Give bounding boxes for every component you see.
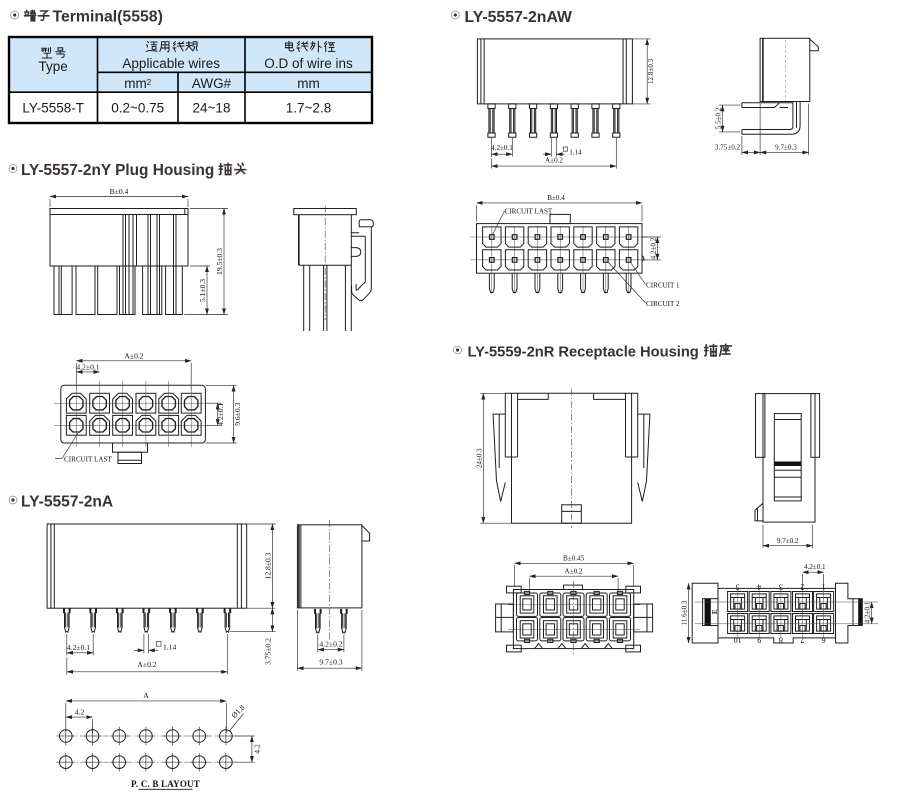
- svg-text:A±0.2: A±0.2: [565, 567, 583, 575]
- svg-text:LY-5559-2nR Receptacle Housing: LY-5559-2nR Receptacle Housing: [468, 345, 699, 361]
- svg-text:3.75±0.2: 3.75±0.2: [715, 143, 741, 151]
- svg-text:P. C. B LAYOUT: P. C. B LAYOUT: [131, 779, 200, 789]
- svg-text:O.D of wire ins: O.D of wire ins: [264, 56, 353, 71]
- svg-text:CIRCUIT LAST: CIRCUIT LAST: [64, 456, 112, 464]
- svg-text:4.2±0.1: 4.2±0.1: [67, 643, 90, 652]
- svg-text:4: 4: [757, 583, 761, 592]
- svg-text:A±0.2: A±0.2: [137, 660, 156, 669]
- svg-text:4.2±0.1: 4.2±0.1: [491, 144, 513, 152]
- svg-text:7: 7: [801, 635, 805, 644]
- svg-text:CIRCUIT LAST: CIRCUIT LAST: [505, 207, 553, 215]
- svg-text:0.2~0.75: 0.2~0.75: [111, 101, 164, 116]
- svg-text:4.2±0.1: 4.2±0.1: [804, 563, 826, 571]
- svg-text:11.6±0.3: 11.6±0.3: [680, 600, 688, 625]
- svg-text:A±0.2: A±0.2: [124, 351, 143, 360]
- svg-text:LY-5558-T: LY-5558-T: [22, 101, 84, 116]
- svg-text:Ø1.8: Ø1.8: [230, 703, 247, 720]
- svg-text:1.14: 1.14: [163, 643, 176, 652]
- svg-text:4.2±0.2: 4.2±0.2: [319, 639, 342, 648]
- svg-text:CIRCUIT 1: CIRCUIT 1: [646, 281, 680, 289]
- svg-text:AWG#: AWG#: [192, 76, 232, 91]
- svg-text:24~18: 24~18: [193, 101, 231, 116]
- svg-text:mm: mm: [297, 76, 320, 91]
- svg-text:1.7~2.8: 1.7~2.8: [286, 101, 331, 116]
- svg-text:LY-5557-2nA: LY-5557-2nA: [21, 494, 113, 511]
- svg-text:4.2±0.1: 4.2±0.1: [216, 403, 225, 426]
- svg-text:B±0.4: B±0.4: [110, 187, 129, 196]
- svg-text:6: 6: [822, 635, 826, 644]
- svg-text:1.14: 1.14: [569, 148, 582, 156]
- svg-text:A: A: [143, 691, 149, 700]
- svg-text:5.1±0.3: 5.1±0.3: [198, 279, 207, 302]
- svg-text:B±0.45: B±0.45: [563, 554, 584, 562]
- svg-text:9.6±0.3: 9.6±0.3: [233, 402, 242, 425]
- svg-text:Applicable wires: Applicable wires: [122, 56, 220, 71]
- svg-text:12.8±0.3: 12.8±0.3: [263, 552, 272, 579]
- svg-text:mm2: mm2: [124, 76, 152, 91]
- svg-text:9.7±0.3: 9.7±0.3: [775, 143, 797, 151]
- svg-text:4.2±0.1: 4.2±0.1: [864, 601, 872, 623]
- svg-text:LY-5557-2nY Plug Housing: LY-5557-2nY Plug Housing: [21, 162, 214, 179]
- svg-text:5.5±0.2: 5.5±0.2: [714, 107, 722, 129]
- svg-text:12.8±0.3: 12.8±0.3: [647, 58, 655, 84]
- svg-text:3: 3: [779, 583, 783, 592]
- svg-text:24±0.3: 24±0.3: [475, 448, 483, 468]
- svg-text:4.2±0.1: 4.2±0.1: [76, 363, 99, 372]
- svg-text:19.5±0.3: 19.5±0.3: [215, 248, 224, 275]
- svg-text:Terminal(5558): Terminal(5558): [53, 9, 163, 26]
- svg-text:CIRCUIT 2: CIRCUIT 2: [646, 300, 680, 308]
- svg-text:A±0.2: A±0.2: [545, 156, 563, 164]
- svg-text:9: 9: [757, 635, 761, 644]
- svg-text:9.7±0.3: 9.7±0.3: [319, 657, 342, 666]
- svg-text:4.2: 4.2: [75, 708, 85, 717]
- svg-text:4.2: 4.2: [252, 744, 261, 754]
- svg-text:E: E: [711, 609, 719, 614]
- svg-text:4.2±0.2: 4.2±0.2: [649, 237, 657, 259]
- svg-text:9.7±0.2: 9.7±0.2: [777, 537, 799, 545]
- svg-text:3.75±0.2: 3.75±0.2: [263, 638, 272, 665]
- svg-text:5: 5: [736, 583, 740, 592]
- svg-text:8: 8: [779, 635, 783, 644]
- svg-text:10: 10: [734, 635, 742, 644]
- svg-text:Type: Type: [39, 59, 68, 74]
- svg-text:LY-5557-2nAW: LY-5557-2nAW: [465, 9, 572, 26]
- svg-text:B±0.4: B±0.4: [547, 194, 565, 202]
